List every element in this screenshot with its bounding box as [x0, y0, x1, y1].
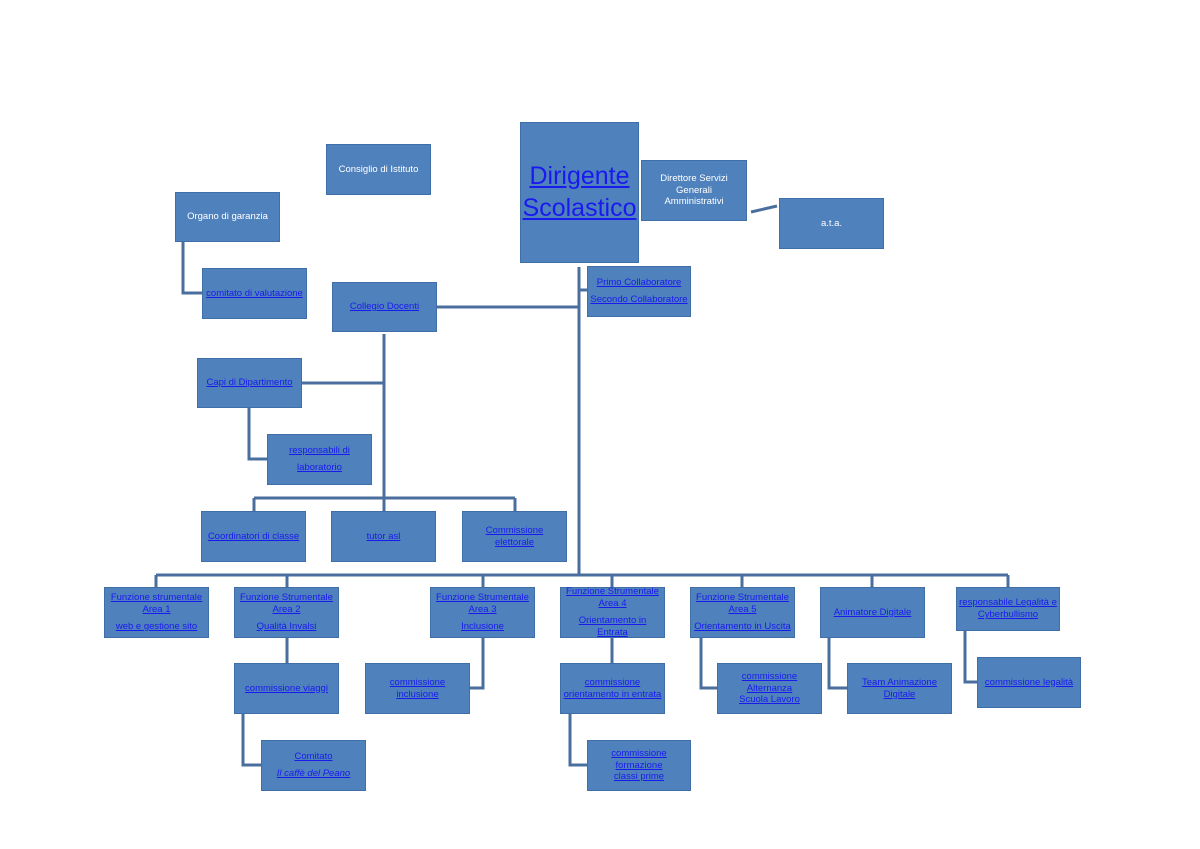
- node-link[interactable]: Coordinatori di classe: [207, 530, 300, 542]
- node-link[interactable]: commissione formazione: [611, 747, 667, 771]
- node-commissione-elettorale[interactable]: Commissione elettorale: [462, 511, 567, 562]
- node-link[interactable]: Primo Collaboratore: [596, 277, 682, 289]
- node-link[interactable]: responsabili di: [289, 445, 350, 457]
- animatore-team-link: [827, 638, 847, 690]
- node-link[interactable]: orientamento in entrata: [563, 688, 662, 700]
- node-link[interactable]: Funzione Strumentale: [566, 586, 659, 598]
- node-tutor-asl[interactable]: tutor asl: [331, 511, 436, 562]
- node-link[interactable]: commissione legalità: [984, 676, 1074, 688]
- node-link[interactable]: Animatore Digitale: [833, 606, 912, 618]
- node-link[interactable]: comitato di valutazione: [206, 287, 303, 299]
- node-link[interactable]: commissione Alternanza: [741, 670, 798, 694]
- node-collegio-docenti[interactable]: Collegio Docenti: [332, 282, 437, 332]
- node-link[interactable]: Area 4: [598, 598, 627, 610]
- node-coordinatori-classe[interactable]: Coordinatori di classe: [201, 511, 306, 562]
- node-ata: a.t.a.: [779, 198, 884, 249]
- node-link[interactable]: Team Animazione Digitale: [862, 676, 937, 700]
- node-link[interactable]: classi prime: [613, 771, 665, 783]
- organo-link: [181, 242, 202, 295]
- node-link[interactable]: web e gestione sito: [115, 620, 198, 632]
- node-link[interactable]: Funzione Strumentale: [240, 592, 333, 604]
- collegio-bus: [252, 496, 517, 511]
- node-link[interactable]: laboratorio: [297, 462, 342, 473]
- node-commissione-legalita[interactable]: commissione legalità: [977, 657, 1081, 708]
- node-link[interactable]: Comitato: [294, 751, 333, 763]
- node-link[interactable]: Capi di Dipartimento: [206, 377, 293, 389]
- node-link[interactable]: tutor asl: [366, 530, 401, 542]
- node-comitato-caffe-peano[interactable]: Comitato Il caffè del Peano: [261, 740, 366, 791]
- node-link[interactable]: Funzione Strumentale: [436, 592, 529, 604]
- node-link[interactable]: commissione inclusione: [389, 676, 446, 700]
- viaggi-peano-link: [241, 714, 261, 767]
- node-link[interactable]: Scuola Lavoro: [739, 694, 800, 706]
- node-link[interactable]: Funzione strumentale: [110, 592, 203, 604]
- legalita-comm-link: [963, 631, 977, 684]
- node-team-animazione-digitale[interactable]: Team Animazione Digitale: [847, 663, 952, 714]
- node-link[interactable]: Area 3: [468, 604, 497, 616]
- node-link[interactable]: Funzione Strumentale: [696, 592, 789, 604]
- node-organo-garanzia: Organo di garanzia: [175, 192, 280, 242]
- node-label: Consiglio di Istituto: [338, 163, 419, 175]
- node-link[interactable]: Commissione elettorale: [485, 524, 544, 548]
- node-link[interactable]: Collegio Docenti: [349, 301, 420, 313]
- node-link[interactable]: responsabile Legalità e: [959, 597, 1057, 609]
- node-link[interactable]: Inclusione: [461, 620, 504, 632]
- direttore-ata-link: [750, 204, 778, 214]
- node-link[interactable]: commissione: [584, 676, 641, 688]
- node-consiglio-istituto: Consiglio di Istituto: [326, 144, 431, 195]
- orient-formazione-link: [568, 714, 587, 767]
- node-label: a.t.a.: [820, 217, 843, 229]
- node-animatore-digitale[interactable]: Animatore Digitale: [820, 587, 925, 638]
- capi-lab-link: [247, 408, 267, 461]
- node-commissione-inclusione[interactable]: commissione inclusione: [365, 663, 470, 714]
- node-link[interactable]: Orientamento in Uscita: [694, 620, 791, 632]
- node-link[interactable]: Area 1: [142, 604, 171, 616]
- node-link[interactable]: Cyberbullismo: [977, 609, 1039, 620]
- node-label: Amministrativi: [664, 196, 724, 208]
- fs3-inclusione-link: [470, 638, 485, 690]
- node-commissione-viaggi[interactable]: commissione viaggi: [234, 663, 339, 714]
- node-link[interactable]: Secondo Collaboratore: [590, 294, 688, 305]
- node-comitato-valutazione[interactable]: comitato di valutazione: [202, 268, 307, 319]
- fs5-alternanza-link: [699, 638, 717, 690]
- node-link[interactable]: Area 5: [728, 604, 757, 616]
- node-capi-dipartimento[interactable]: Capi di Dipartimento: [197, 358, 302, 408]
- node-link[interactable]: Qualità Invalsi: [256, 620, 317, 632]
- node-label: Direttore Servizi Generali: [660, 172, 728, 196]
- node-link[interactable]: Orientamento in Entrata: [578, 615, 647, 638]
- fs-drops: [154, 575, 1010, 587]
- node-link[interactable]: commissione viaggi: [245, 682, 328, 694]
- node-label: Organo di garanzia: [187, 211, 268, 223]
- node-link[interactable]: Il caffè del Peano: [276, 768, 351, 779]
- node-responsabili-laboratorio[interactable]: responsabili di laboratorio: [267, 434, 372, 485]
- node-link[interactable]: Area 2: [272, 604, 301, 616]
